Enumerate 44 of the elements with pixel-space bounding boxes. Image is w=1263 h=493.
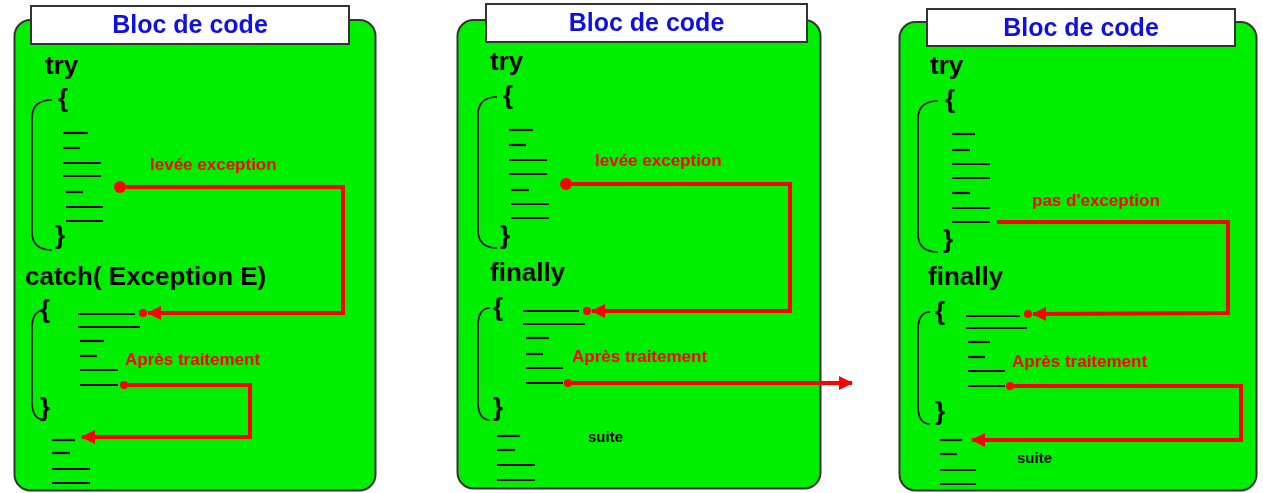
edge-label: pas d'exception	[1032, 191, 1160, 211]
dot-marker	[1024, 310, 1032, 318]
edge-label: levée exception	[595, 151, 722, 171]
arrow	[572, 376, 853, 390]
code-block-panel	[456, 3, 822, 490]
code-note: suite	[588, 428, 623, 446]
panel-title: Bloc de code	[926, 8, 1236, 47]
code-keyword: try	[490, 46, 524, 76]
panel-title: Bloc de code	[30, 5, 350, 45]
arrow	[572, 182, 792, 318]
code-keyword: }	[500, 220, 511, 250]
arrow	[997, 220, 1230, 321]
edge-label: Après traitement	[572, 347, 708, 367]
arrow	[971, 384, 1243, 447]
code-keyword: try	[930, 50, 964, 80]
code-block-panel	[13, 5, 377, 492]
code-keyword: {	[58, 83, 69, 113]
code-keyword: finally	[490, 257, 566, 287]
code-keyword: {	[493, 292, 504, 322]
arrow	[81, 383, 252, 444]
code-keyword: finally	[928, 261, 1004, 291]
code-keyword: {	[503, 80, 514, 110]
dot-marker	[120, 381, 128, 389]
code-keyword: {	[945, 84, 956, 114]
code-note: suite	[1017, 449, 1052, 467]
arrow	[126, 185, 345, 320]
code-keyword: }	[493, 392, 504, 422]
code-keyword: }	[55, 220, 66, 250]
code-keyword: }	[943, 224, 954, 254]
code-keyword: {	[40, 294, 51, 324]
panel-title: Bloc de code	[485, 3, 808, 43]
edge-label: Après traitement	[1012, 352, 1148, 372]
code-block-panel	[898, 8, 1258, 492]
code-keyword: catch( Exception E)	[25, 261, 267, 291]
dot-marker	[583, 307, 591, 315]
dot-marker	[564, 379, 572, 387]
code-keyword: {	[935, 296, 946, 326]
code-keyword: }	[935, 396, 946, 426]
code-keyword: }	[40, 392, 51, 422]
dot-marker	[1006, 382, 1014, 390]
code-keyword: try	[45, 50, 79, 80]
edge-label: levée exception	[150, 155, 277, 175]
edge-label: Après traitement	[125, 350, 261, 370]
dot-marker	[139, 309, 147, 317]
